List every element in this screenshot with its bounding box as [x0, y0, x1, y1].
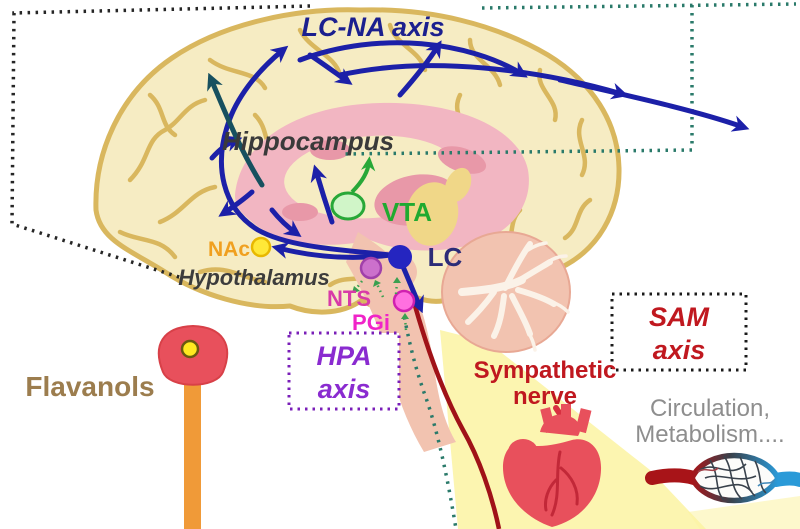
vagal-dotted-path: [398, 291, 458, 529]
receptor-stem: [184, 370, 201, 529]
nac-label: NAc: [208, 238, 250, 261]
teal-frame-dotted: [341, 2, 797, 156]
sam-axis-label-line2: axis: [653, 335, 706, 365]
lc-label: LC: [428, 242, 463, 272]
flavanol-dot: [180, 339, 200, 359]
limbic-detail: [282, 203, 318, 221]
vta-nucleus: [330, 156, 376, 221]
lc-nucleus-dot: [388, 245, 412, 269]
circulation-label-line2: Metabolism....: [635, 421, 784, 448]
vta-dopamine-arrow: [350, 156, 376, 194]
sam-axis-box: SAM axis: [610, 292, 748, 372]
heart-icon: [502, 404, 602, 527]
capillary-icon: [645, 452, 800, 504]
nac-nucleus-circle: [250, 236, 272, 258]
nts-nucleus-circle: [359, 256, 383, 280]
taste-receptor-icon: [157, 324, 229, 529]
circulation-label-line1: Circulation,: [650, 395, 770, 422]
brain-illustration: [93, 7, 622, 452]
sam-axis-label-line1: SAM: [649, 302, 710, 332]
vta-circle: [330, 191, 366, 221]
pgi-label: PGi: [352, 310, 390, 335]
flavanols-label: Flavanols: [25, 371, 154, 402]
lcna-axis-label: LC-NA axis: [301, 12, 444, 42]
lcna-projection-arrows: [209, 40, 750, 314]
lcna-darkteal-arrow: [207, 72, 265, 188]
hippocampus-label: Hippocampus: [222, 126, 394, 156]
hpa-axis-label-line1: HPA: [316, 341, 371, 371]
sympathetic-nerve-line: [409, 294, 502, 529]
midbrain-yellow: [405, 182, 459, 246]
nts-pgi-green-arrows: [352, 277, 409, 331]
vta-label: VTA: [382, 197, 432, 227]
nts-label: NTS: [327, 286, 371, 311]
cerebellum: [441, 231, 571, 353]
midbrain-yellow: [444, 167, 472, 203]
hypothalamus-label: Hypothalamus: [178, 265, 330, 290]
sympathetic-label-line1: Sympathetic: [474, 357, 617, 384]
hpa-axis-label-line2: axis: [318, 374, 371, 404]
lcna-frame-dotted: [10, 4, 311, 280]
hpa-axis-box: HPA axis: [287, 331, 401, 411]
limbic-detail: [310, 140, 350, 160]
pgi-nucleus-circle: [392, 289, 416, 313]
